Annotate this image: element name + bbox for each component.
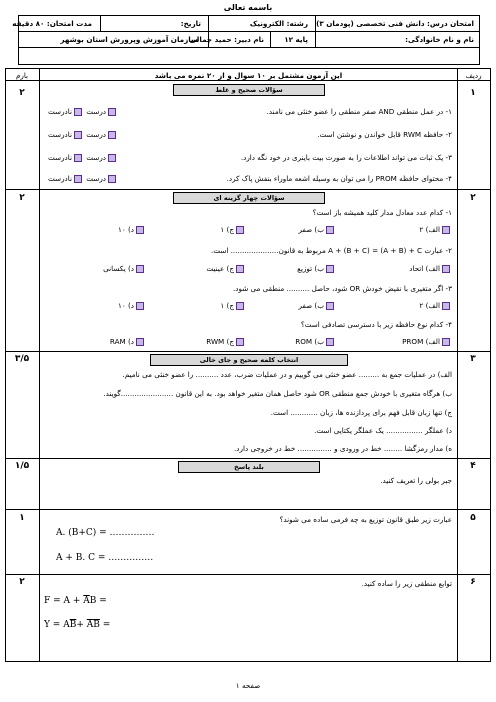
q1-score: ۲ — [19, 88, 25, 98]
q2-section-label: سؤالات چهار گزینه ای — [173, 192, 325, 204]
q2-option: د) ۱۰ — [118, 225, 146, 234]
q1-item-2: ۲- حافظه RWM قابل خواندن و نوشتن است. — [317, 130, 452, 139]
q2-question-2: ۲- عبارت A + (B + C) = (A + B) + C مربوط… — [211, 246, 452, 255]
q1-item-4: ۴- محتوای حافظه PROM را می توان به وسیله… — [226, 174, 452, 183]
q2-score: ۲ — [19, 193, 25, 203]
option-checkbox[interactable] — [326, 302, 334, 310]
q2-option: ب) توزیع — [297, 264, 336, 273]
false-checkbox[interactable] — [73, 154, 82, 162]
q2-option: ج) ۱ — [220, 225, 246, 234]
exam-date: تاریخ: — [180, 19, 201, 28]
q2-option: الف) ۲ — [419, 225, 452, 234]
q2-option: ب) صفر — [298, 225, 336, 234]
q5-expression-1: A. (B+C) = …………… — [56, 528, 155, 538]
q5-number: ۵ — [470, 513, 476, 523]
organization: سازمان آموزش وپرورش استان بوشهر — [60, 35, 198, 44]
true-checkbox[interactable] — [108, 108, 117, 116]
q4-number: ۴ — [470, 461, 476, 471]
q2-option: ج) RWM — [206, 337, 246, 346]
option-checkbox[interactable] — [442, 226, 450, 234]
q4-score: ۱/۵ — [14, 461, 30, 471]
q1-choices-3: درست نادرست — [48, 153, 118, 162]
q2-option: د) یکسانی — [103, 264, 146, 273]
q2-option: ب) ROM — [295, 337, 336, 346]
q1-choices-1: درست نادرست — [48, 107, 118, 116]
option-checkbox[interactable] — [136, 226, 144, 234]
q2-option: ج) ۱ — [220, 301, 246, 310]
grade: پایه ۱۲ — [284, 35, 308, 44]
q6-score: ۲ — [19, 577, 25, 587]
true-checkbox[interactable] — [108, 154, 117, 162]
q6-function-y: Y = AB+ AB = — [44, 620, 111, 630]
option-checkbox[interactable] — [236, 265, 244, 273]
option-checkbox[interactable] — [136, 265, 144, 273]
q4-question: جبر بولی را تعریف کنید. — [380, 476, 452, 485]
q5-question: عبارت زیر طبق قانون توزیع به چه فرمی ساد… — [279, 515, 452, 524]
option-checkbox[interactable] — [442, 265, 450, 273]
false-checkbox[interactable] — [73, 175, 82, 183]
q2-option: د) RAM — [110, 337, 146, 346]
q1-section-label: سؤالات صحیح و غلط — [173, 84, 325, 96]
q2-option: ج) عینیت — [206, 264, 246, 273]
q3-item-2: ب) هرگاه متغیری با خودش جمع منطقی OR شود… — [103, 389, 452, 398]
exam-note: این آزمون مشتمل بر ۱۰ سوال و از ۲۰ نمره … — [154, 71, 343, 80]
q1-choices-4: درست نادرست — [48, 174, 118, 183]
option-checkbox[interactable] — [326, 226, 334, 234]
q3-item-1: الف) در عملیات جمع به ......... عضو خنثی… — [122, 370, 452, 379]
q2-option: الف) ۲ — [419, 301, 452, 310]
q4-section-label: بلند پاسخ — [178, 461, 320, 473]
q2-option: ب) صفر — [298, 301, 336, 310]
q3-score: ۳/۵ — [14, 354, 30, 364]
q2-question-3: ۳- اگر متغیری با نقیض خودش OR شود، حاصل … — [233, 284, 452, 293]
q3-item-5: ه) مدار رمزگشا ........ خط در ورودی و ..… — [234, 444, 452, 453]
option-checkbox[interactable] — [326, 265, 334, 273]
option-checkbox[interactable] — [236, 302, 244, 310]
page-title: باسمه تعالی — [223, 3, 273, 12]
q3-section-label: انتخاب کلمه صحیح و جای خالی — [150, 354, 348, 366]
course-name: امتحان درس: دانش فنی تخصصی (پودمان ۳) — [316, 19, 474, 28]
false-checkbox[interactable] — [73, 108, 82, 116]
q2-option: الف) اتحاد — [409, 264, 452, 273]
q5-expression-2: A + B. C = …………… — [56, 553, 154, 563]
false-checkbox[interactable] — [73, 131, 82, 139]
q5-score: ۱ — [19, 513, 25, 523]
option-checkbox[interactable] — [442, 338, 450, 346]
page-number: صفحه ۱ — [235, 681, 261, 690]
field-name: رشته: الکترونیک — [249, 19, 308, 28]
q2-option: الف) PROM — [402, 337, 452, 346]
row-header: ردیف — [465, 71, 482, 80]
header-box — [18, 15, 480, 65]
q1-choices-2: درست نادرست — [48, 130, 118, 139]
q3-item-3: ج) تنها زبان قابل فهم برای پردازنده ها، … — [270, 408, 452, 417]
option-checkbox[interactable] — [326, 338, 334, 346]
q6-question: توابع منطقی زیر را ساده کنید. — [361, 579, 452, 588]
option-checkbox[interactable] — [136, 302, 144, 310]
student-name: نام و نام خانوادگی: — [405, 35, 474, 44]
score-header: بارم — [15, 71, 29, 80]
q1-number: ۱ — [470, 88, 476, 98]
q2-question-1: ۱- کدام عدد معادل مدار کلید همیشه باز اس… — [312, 208, 452, 217]
q1-item-1: ۱- در عمل منطقی AND صفر منطقی را عضو خنث… — [266, 107, 452, 116]
question-table — [5, 68, 491, 662]
true-checkbox[interactable] — [108, 131, 117, 139]
q6-function-f: F = A + AB = — [44, 596, 107, 606]
option-checkbox[interactable] — [442, 302, 450, 310]
q1-item-3: ۳- یک ثبات می تواند اطلاعات را به صورت ب… — [240, 153, 452, 162]
q2-option: د) ۱۰ — [118, 301, 146, 310]
q2-number: ۲ — [470, 193, 476, 203]
true-checkbox[interactable] — [108, 175, 117, 183]
q6-number: ۶ — [470, 577, 476, 587]
q3-item-4: د) عملگر ................ یک عملگر یکتای… — [314, 426, 452, 435]
q3-number: ۳ — [470, 354, 476, 364]
option-checkbox[interactable] — [136, 338, 144, 346]
exam-duration: مدت امتحان: ۸۰ دقیقه — [12, 19, 92, 28]
q2-question-4: ۴- کدام نوع حافظه زیر با دسترسی تصادفی ا… — [300, 320, 452, 329]
teacher-name: نام دبیر: حمید جمالی — [189, 35, 264, 44]
option-checkbox[interactable] — [236, 226, 244, 234]
option-checkbox[interactable] — [236, 338, 244, 346]
